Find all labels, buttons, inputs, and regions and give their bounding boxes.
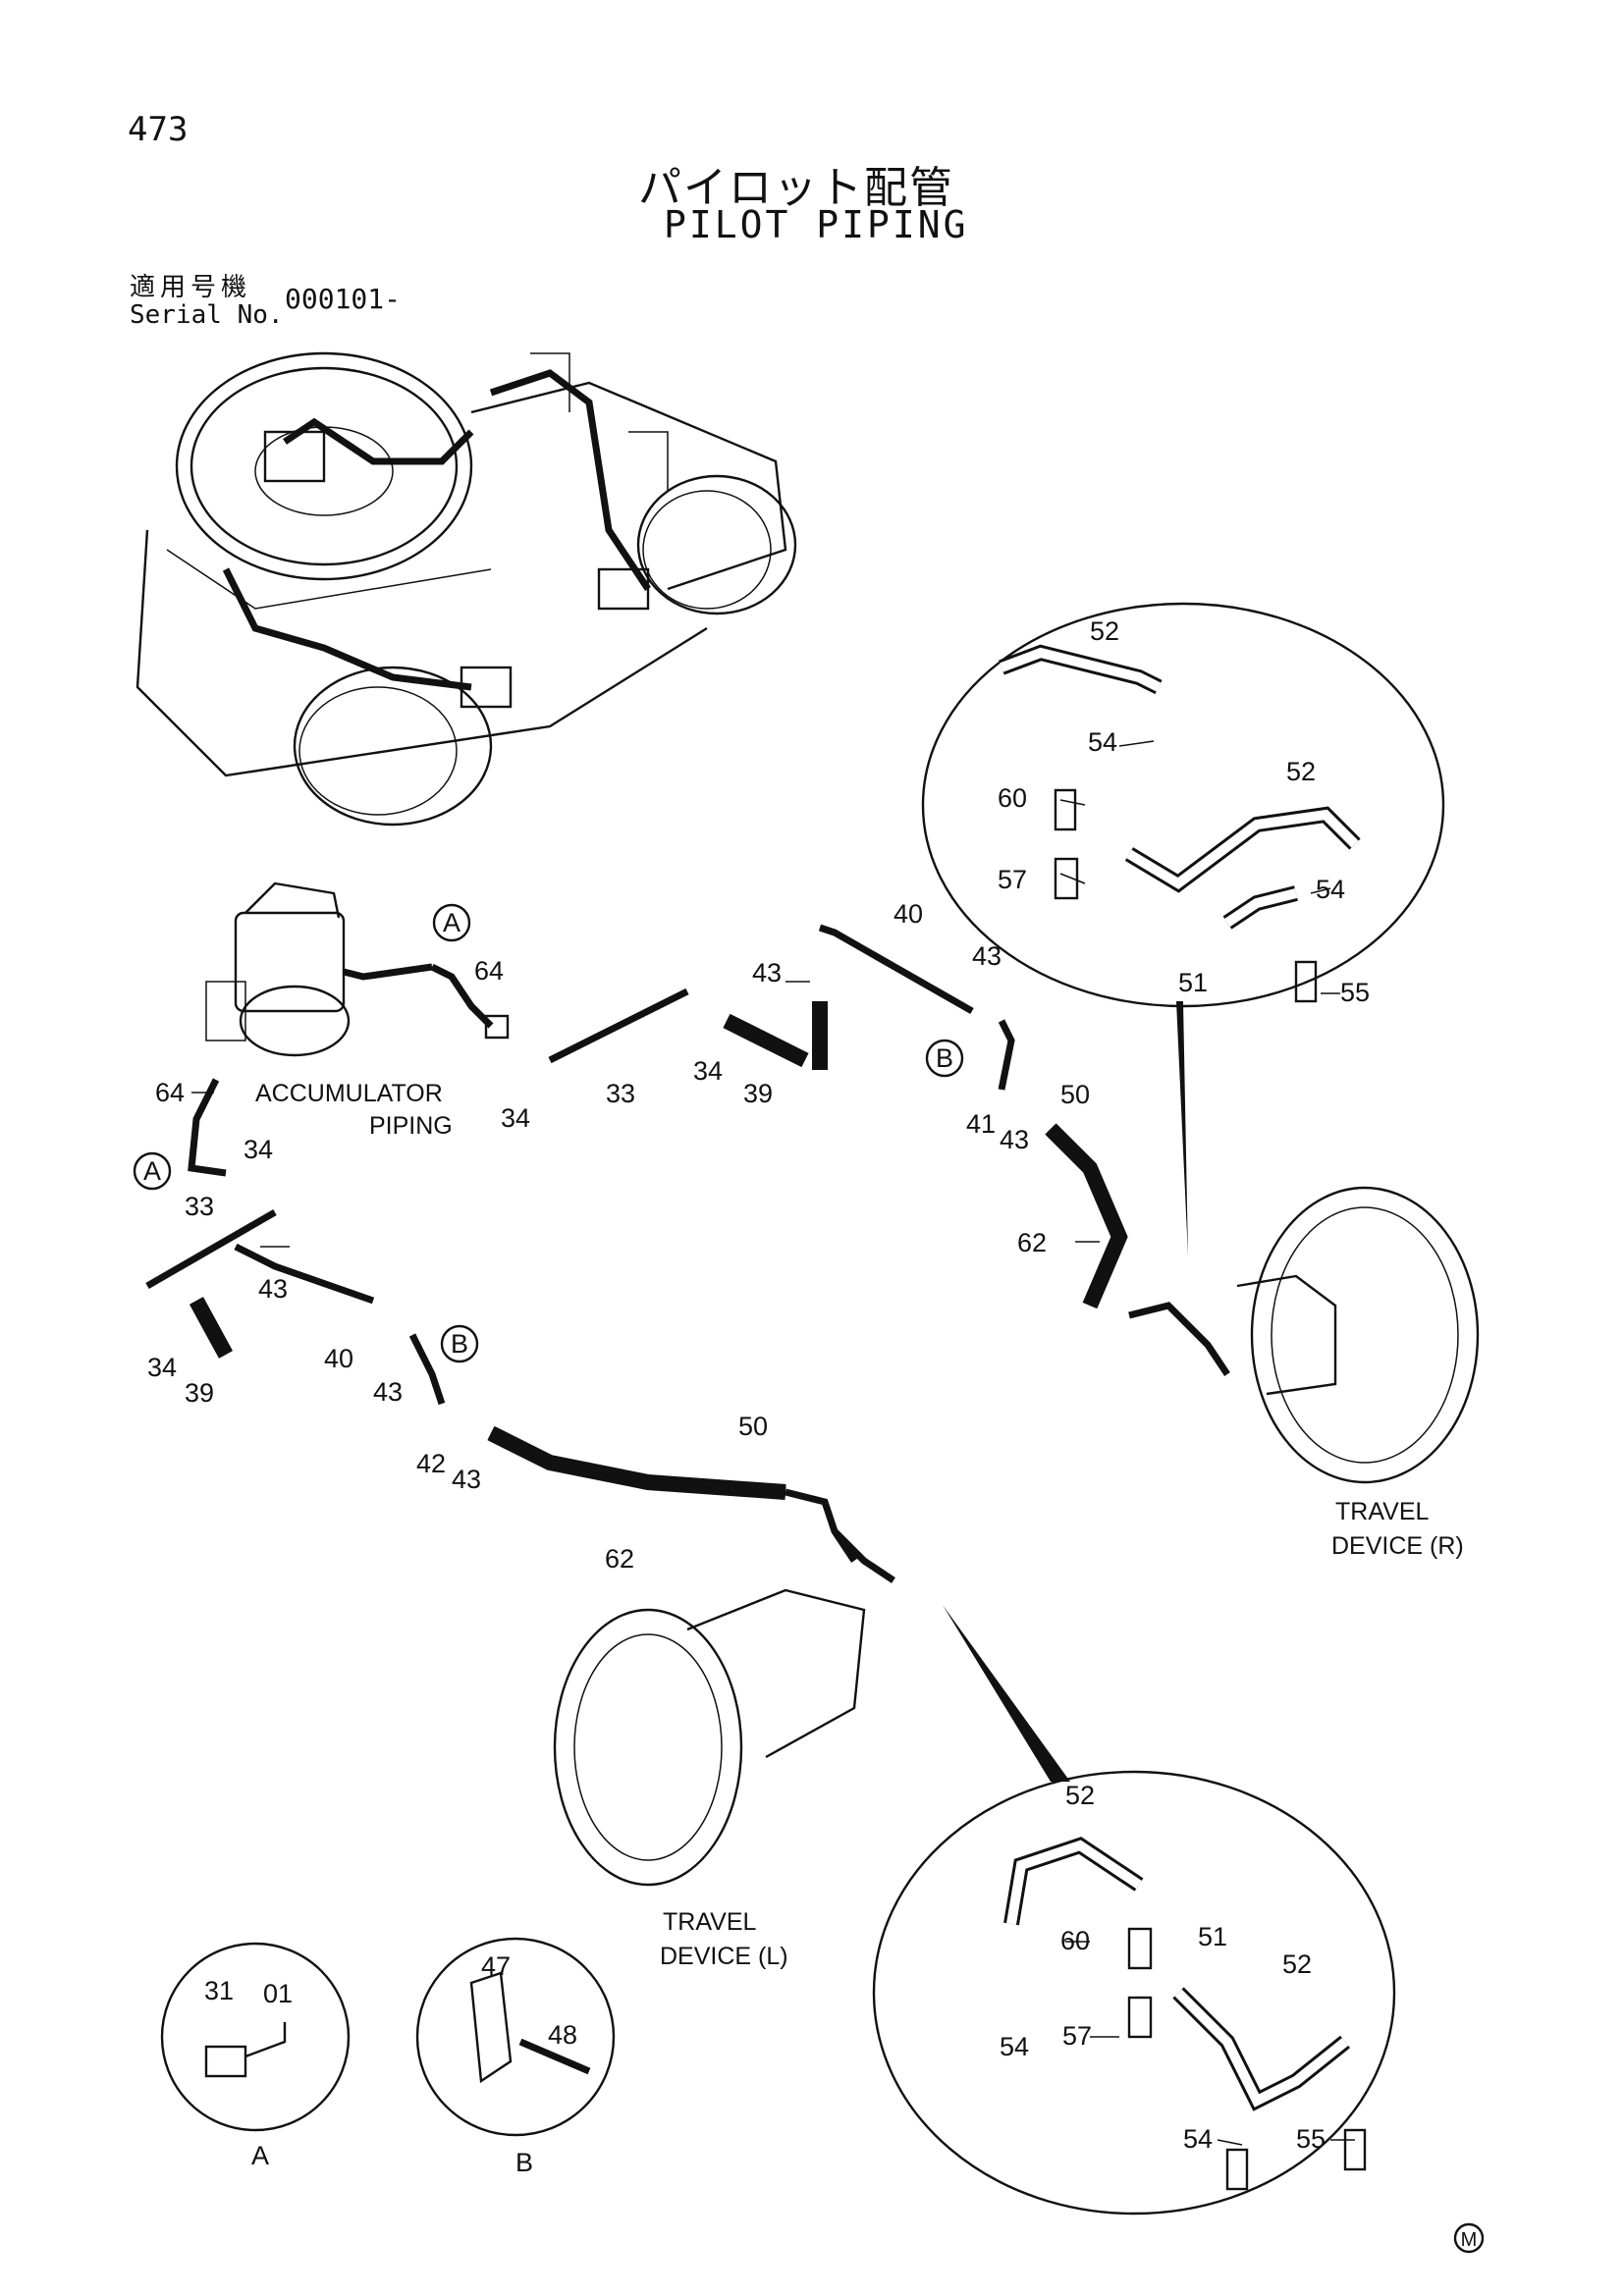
serial-label: Serial No. bbox=[130, 300, 284, 330]
part-number: 43 bbox=[972, 941, 1001, 971]
part-number: 54 bbox=[1183, 2124, 1213, 2154]
detail-left bbox=[872, 1605, 1396, 2216]
part-number: 64 bbox=[474, 956, 504, 986]
detail-circle-a bbox=[160, 1942, 351, 2132]
part-number: 60 bbox=[998, 783, 1027, 813]
callout-a-upper: A bbox=[432, 903, 471, 942]
part-number: 62 bbox=[1017, 1228, 1047, 1257]
part-number: 57 bbox=[1062, 2021, 1092, 2051]
serial-label-japanese: 適用号機 bbox=[130, 273, 252, 302]
callout-label: A bbox=[443, 908, 460, 937]
part-number: 52 bbox=[1065, 1781, 1095, 1810]
callout-a-left: A bbox=[133, 1151, 172, 1191]
part-number: 52 bbox=[1286, 757, 1316, 786]
accumulator-piping-label: ACCUMULATOR bbox=[255, 1080, 443, 1107]
travel-device-right bbox=[1128, 1186, 1480, 1484]
page-number: 473 bbox=[128, 110, 189, 149]
travel-device-right-label-2: DEVICE (R) bbox=[1331, 1532, 1464, 1560]
leader-lines bbox=[191, 740, 1355, 2146]
part-number: 43 bbox=[452, 1465, 481, 1494]
part-number: 33 bbox=[606, 1079, 635, 1108]
detail-circle-b bbox=[415, 1937, 616, 2137]
callout-label: B bbox=[451, 1329, 468, 1359]
part-number: 51 bbox=[1178, 968, 1208, 997]
undercarriage-overview bbox=[135, 351, 797, 827]
part-number: 54 bbox=[1316, 875, 1345, 904]
part-number: 52 bbox=[1282, 1949, 1312, 1979]
part-number: 39 bbox=[743, 1079, 773, 1108]
part-number: 40 bbox=[893, 899, 923, 929]
part-number: 33 bbox=[185, 1192, 214, 1221]
detail-right bbox=[921, 602, 1445, 1256]
left-piping bbox=[145, 1078, 857, 1563]
part-number: 42 bbox=[416, 1449, 446, 1478]
part-number: 41 bbox=[966, 1109, 996, 1139]
part-number: 01 bbox=[263, 1979, 293, 2008]
part-numbers: 64 34 33 34 39 43 40 43 42 43 50 62 64 3… bbox=[147, 616, 1370, 2154]
page-title: PILOT PIPING bbox=[664, 203, 969, 246]
mark-label: M bbox=[1461, 2229, 1478, 2251]
travel-device-right-label: TRAVEL bbox=[1335, 1498, 1429, 1525]
accumulator-assembly bbox=[205, 881, 433, 1057]
part-number: 34 bbox=[147, 1353, 177, 1382]
travel-device-left-label: TRAVEL bbox=[663, 1908, 756, 1936]
upper-piping bbox=[430, 924, 1128, 1309]
part-number: 40 bbox=[324, 1344, 353, 1373]
part-number: 47 bbox=[481, 1951, 511, 1981]
serial-value: 000101- bbox=[285, 283, 402, 315]
part-number: 48 bbox=[548, 2020, 577, 2050]
part-number: 34 bbox=[501, 1103, 530, 1133]
part-number: 43 bbox=[752, 958, 782, 988]
part-number: 34 bbox=[693, 1056, 723, 1086]
part-number: 62 bbox=[605, 1544, 634, 1574]
part-number: 57 bbox=[998, 865, 1027, 894]
part-number: 54 bbox=[1088, 727, 1117, 757]
part-number: 34 bbox=[244, 1135, 273, 1164]
part-number: 64 bbox=[155, 1078, 185, 1107]
mark-symbol: M bbox=[1453, 2222, 1485, 2254]
detail-a-label: A bbox=[251, 2141, 269, 2170]
part-number: 43 bbox=[373, 1377, 403, 1407]
part-number: 55 bbox=[1296, 2124, 1326, 2154]
part-number: 55 bbox=[1340, 978, 1370, 1007]
part-number: 54 bbox=[1000, 2032, 1029, 2061]
callout-b-upper: B bbox=[925, 1039, 964, 1078]
part-number: 43 bbox=[258, 1274, 288, 1304]
callout-label: A bbox=[143, 1156, 161, 1186]
part-number: 50 bbox=[738, 1412, 768, 1441]
part-number: 43 bbox=[1000, 1125, 1029, 1154]
travel-device-left-label-2: DEVICE (L) bbox=[660, 1943, 788, 1970]
part-number: 52 bbox=[1090, 616, 1119, 646]
callout-label: B bbox=[936, 1043, 953, 1073]
part-number: 60 bbox=[1060, 1926, 1090, 1955]
detail-b-label: B bbox=[515, 2148, 533, 2177]
part-number: 51 bbox=[1198, 1922, 1227, 1951]
part-number: 31 bbox=[204, 1976, 234, 2005]
page-title-japanese: パイロット配管 bbox=[638, 163, 954, 213]
callout-b-lower: B bbox=[440, 1324, 479, 1363]
part-number: 39 bbox=[185, 1378, 214, 1408]
travel-device-left bbox=[553, 1528, 895, 1887]
part-number: 50 bbox=[1060, 1080, 1090, 1109]
accumulator-piping-label-2: PIPING bbox=[369, 1112, 453, 1140]
